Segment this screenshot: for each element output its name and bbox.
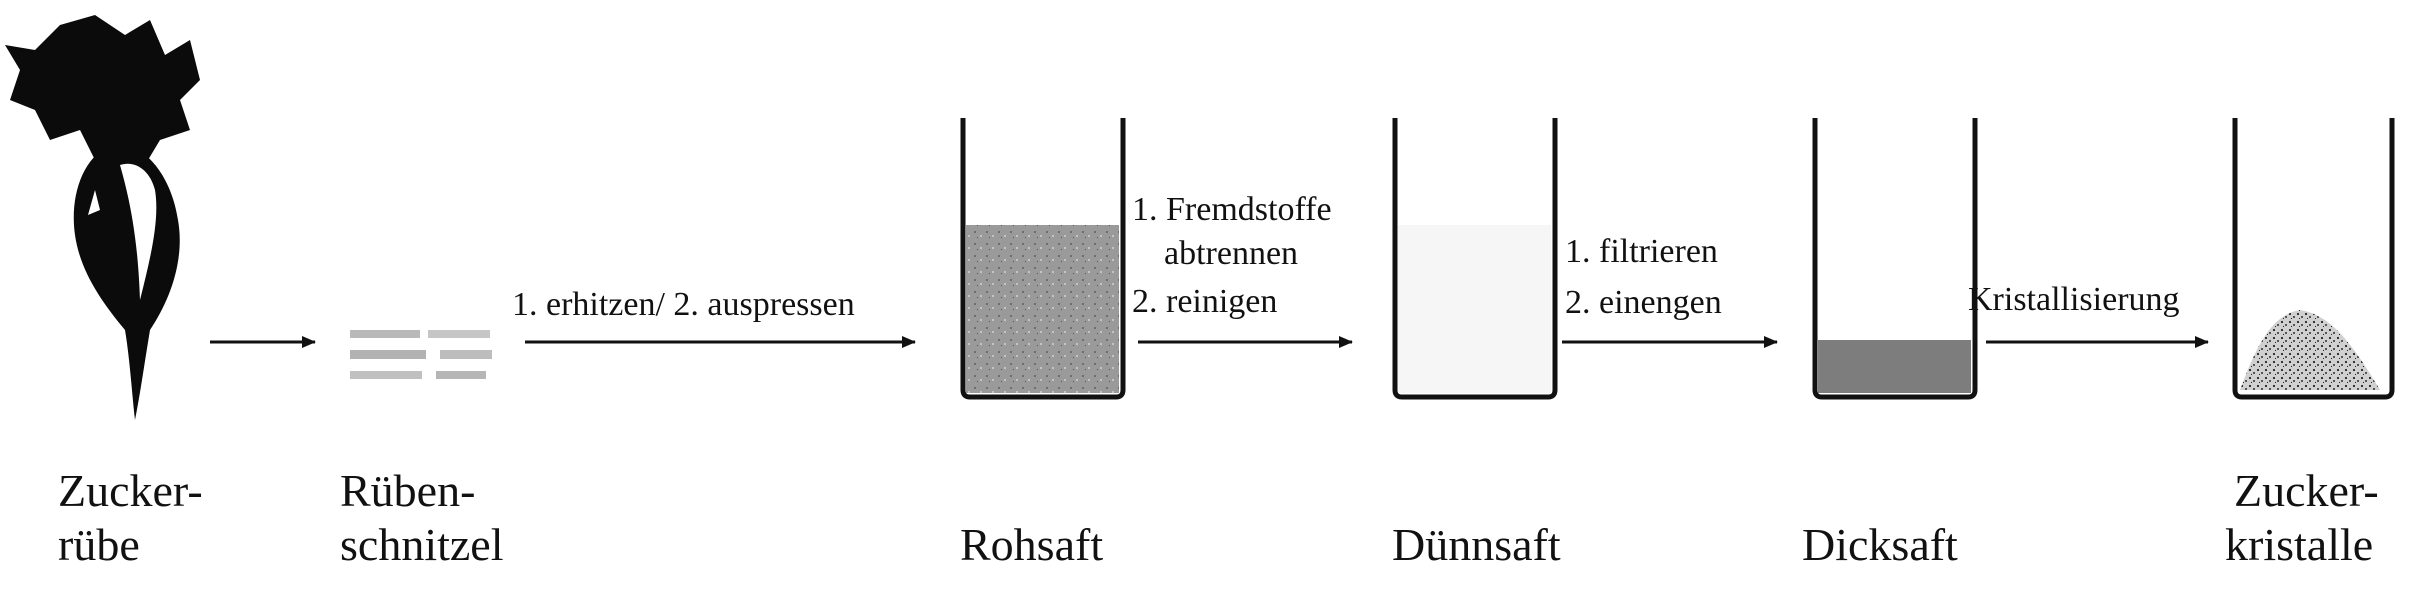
- beet-shreds-icon: [350, 330, 492, 379]
- beaker-dicksaft: [1812, 118, 1978, 400]
- stage-rohsaft: Rohsaft: [960, 519, 1104, 570]
- step-4-label: Kristallisierung: [1968, 281, 2180, 318]
- stage-kristalle-line2: kristalle: [2225, 519, 2374, 570]
- step-2-line2: abtrennen: [1164, 235, 1299, 272]
- beaker-duennsaft: [1392, 118, 1558, 400]
- stage-duennsaft: Dünnsaft: [1392, 519, 1561, 570]
- crystals-heap: [2240, 310, 2380, 390]
- sugar-beet-icon: [5, 15, 200, 420]
- stage-kristalle-line1: Zucker-: [2234, 465, 2379, 516]
- step-1-label: 1. erhitzen/ 2. auspressen: [512, 286, 855, 323]
- step-2-line3: 2. reinigen: [1132, 283, 1278, 320]
- stage-rubenschnitzel-line1: Rüben-: [340, 465, 476, 516]
- juice-raw-fill: [966, 225, 1119, 393]
- juice-thick-fill: [1818, 340, 1971, 393]
- step-2-line1: 1. Fremdstoffe: [1132, 191, 1332, 228]
- juice-thin-fill: [1398, 225, 1551, 393]
- stage-dicksaft: Dicksaft: [1802, 519, 1958, 570]
- beaker-rohsaft: [960, 118, 1126, 400]
- stage-zuckerruebe-line1: Zucker-: [58, 465, 203, 516]
- beaker-kristalle: [2232, 118, 2395, 400]
- stage-rubenschnitzel-line2: schnitzel: [340, 519, 504, 570]
- step-3-line1: 1. filtrieren: [1565, 233, 1718, 270]
- stage-zuckerruebe-line2: rübe: [58, 519, 140, 570]
- step-3-line2: 2. einengen: [1565, 284, 1722, 321]
